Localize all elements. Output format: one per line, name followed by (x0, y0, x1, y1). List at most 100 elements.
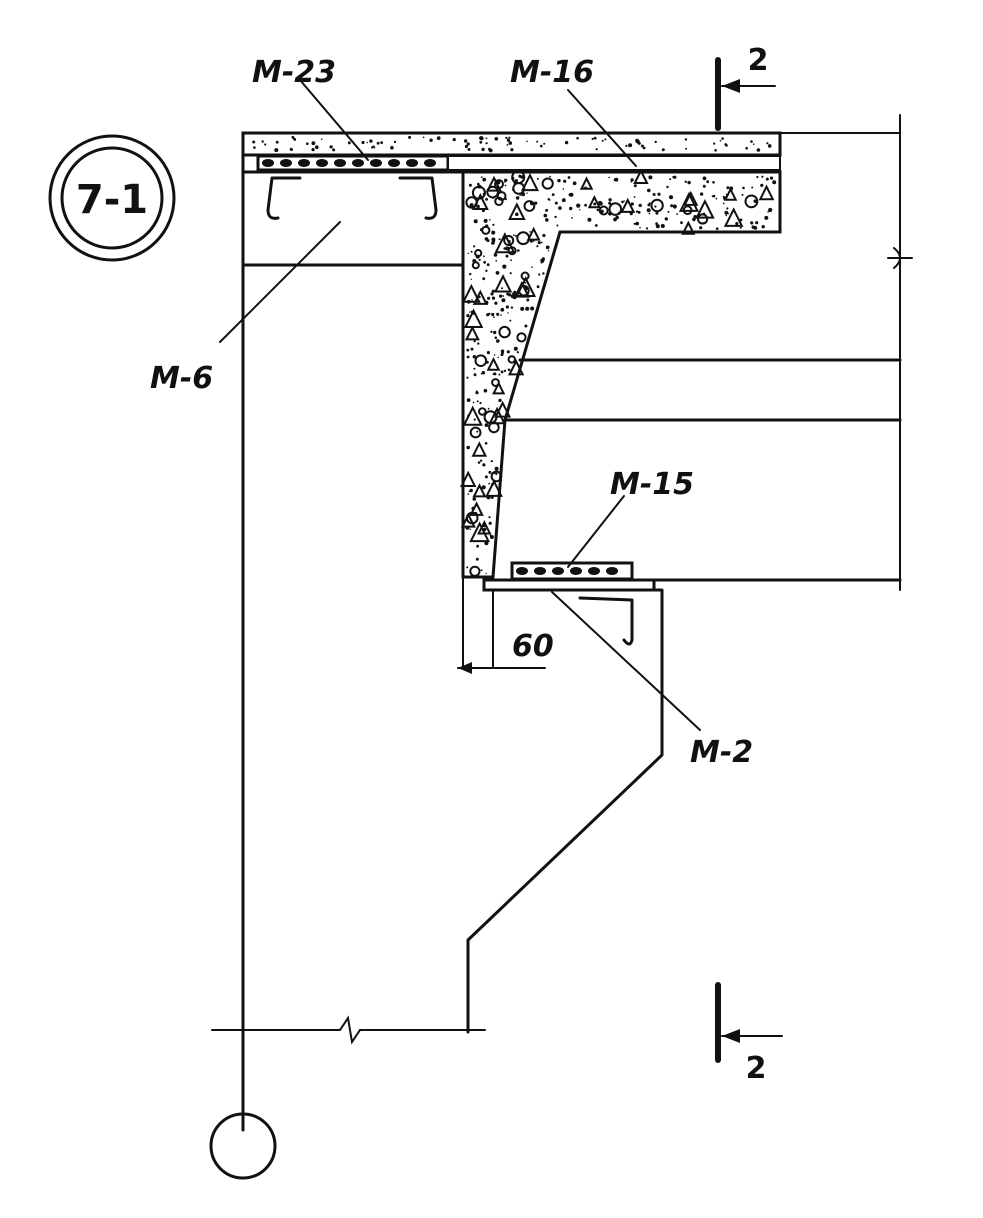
callout-m23-label: M-23 (252, 55, 336, 90)
aggregate-dot (504, 184, 507, 187)
aggregate-dot (655, 224, 660, 229)
aggregate-dot (466, 348, 470, 352)
aggregate-dot (505, 305, 509, 309)
aggregate-dot (466, 314, 470, 318)
aggregate-dot (471, 299, 473, 301)
aggregate-dot (506, 350, 510, 354)
aggregate-dot (608, 176, 610, 179)
aggregate-dot (571, 217, 573, 219)
aggregate-dot (514, 234, 517, 237)
aggregate-dot (311, 141, 316, 146)
aggregate-dot (490, 330, 493, 333)
plate-hole (316, 159, 328, 167)
aggregate-dot (699, 192, 704, 196)
aggregate-dot (536, 177, 539, 180)
aggregate-dot (507, 328, 510, 331)
aggregate-dot (502, 264, 507, 269)
aggregate-dot (508, 141, 513, 145)
aggregate-dot (473, 418, 476, 421)
aggregate-stone (620, 197, 636, 213)
aggregate-dot (479, 401, 482, 405)
plate-hole (424, 159, 436, 167)
aggregate-dot (594, 224, 598, 227)
aggregate-dot (493, 330, 497, 335)
section-mark-top-label: 2 (748, 43, 769, 78)
aggregate-dot (495, 260, 498, 262)
aggregate-dot (584, 186, 588, 190)
aggregate-stone (464, 325, 480, 341)
aggregate-dot (484, 300, 489, 305)
aggregate-dot (536, 285, 540, 289)
aggregate-stone (516, 231, 531, 246)
plate-hole (588, 567, 600, 575)
aggregate-dot (253, 146, 256, 149)
plate-hole (352, 159, 364, 167)
aggregate-dot (725, 144, 728, 147)
section-mark-top: 2 (715, 43, 776, 131)
aggregate-dot (505, 136, 508, 140)
aggregate-dot (485, 137, 488, 140)
aggregate-dot (593, 136, 597, 140)
aggregate-dot (540, 144, 543, 148)
aggregate-dot (723, 196, 728, 201)
aggregate-stone (758, 184, 775, 201)
aggregate-dot (509, 272, 512, 275)
aggregate-dot (500, 307, 505, 312)
aggregate-dot (639, 227, 641, 229)
aggregate-dot (514, 179, 519, 183)
aggregate-dot (473, 373, 477, 377)
aggregate-dot (481, 485, 486, 490)
aggregate-dot (466, 142, 470, 146)
aggregate-dot (468, 311, 471, 313)
aggregate-dot (654, 140, 657, 144)
aggregate-dot (676, 213, 678, 216)
aggregate-dot (547, 250, 550, 252)
aggregate-dot (745, 146, 748, 150)
aggregate-stone (498, 325, 511, 339)
aggregate-dot (623, 200, 625, 202)
aggregate-dot (669, 178, 672, 181)
aggregate-dot (332, 148, 336, 152)
section-mark-bottom-label: 2 (746, 1051, 767, 1086)
aggregate-dot (567, 176, 571, 179)
aggregate-dot (486, 313, 490, 317)
aggregate-dot (600, 209, 604, 214)
aggregate-dot (628, 143, 633, 148)
aggregate-stone (608, 202, 623, 216)
aggregate-dot (347, 141, 351, 145)
aggregate-dot (503, 247, 507, 250)
aggregate-dot (657, 192, 661, 196)
plate-hole (334, 159, 346, 167)
aggregate-dot (712, 181, 715, 184)
aggregate-dot (584, 203, 587, 207)
aggregate-dot (693, 215, 697, 219)
aggregate-dot (672, 176, 675, 179)
aggregate-stone (723, 207, 744, 227)
aggregate-dot (647, 188, 651, 193)
aggregate-dot (469, 528, 472, 531)
aggregate-dot (766, 142, 769, 145)
aggregate-dot (478, 258, 481, 261)
aggregate-dot (466, 355, 470, 359)
aggregate-dot (545, 208, 549, 212)
aggregate-stone (469, 565, 481, 577)
aggregate-dot (712, 194, 716, 198)
aggregate-dot (542, 272, 545, 275)
aggregate-dot (475, 391, 479, 395)
aggregate-stone (513, 281, 531, 298)
aggregate-stone (633, 168, 649, 185)
aggregate-dot (492, 223, 495, 226)
aggregate-dot (294, 138, 297, 141)
aggregate-stone (469, 521, 491, 543)
aggregate-dot (485, 572, 487, 575)
aggregate-dot (699, 226, 703, 230)
aggregate-dot (495, 472, 498, 475)
aggregate-dot (489, 534, 492, 537)
aggregate-dot (493, 253, 498, 257)
aggregate-dot (769, 145, 771, 148)
aggregate-dot (533, 240, 535, 242)
callout-m6: M-6 (150, 221, 341, 396)
aggregate-dot (741, 193, 744, 196)
aggregate-dot (496, 339, 500, 343)
